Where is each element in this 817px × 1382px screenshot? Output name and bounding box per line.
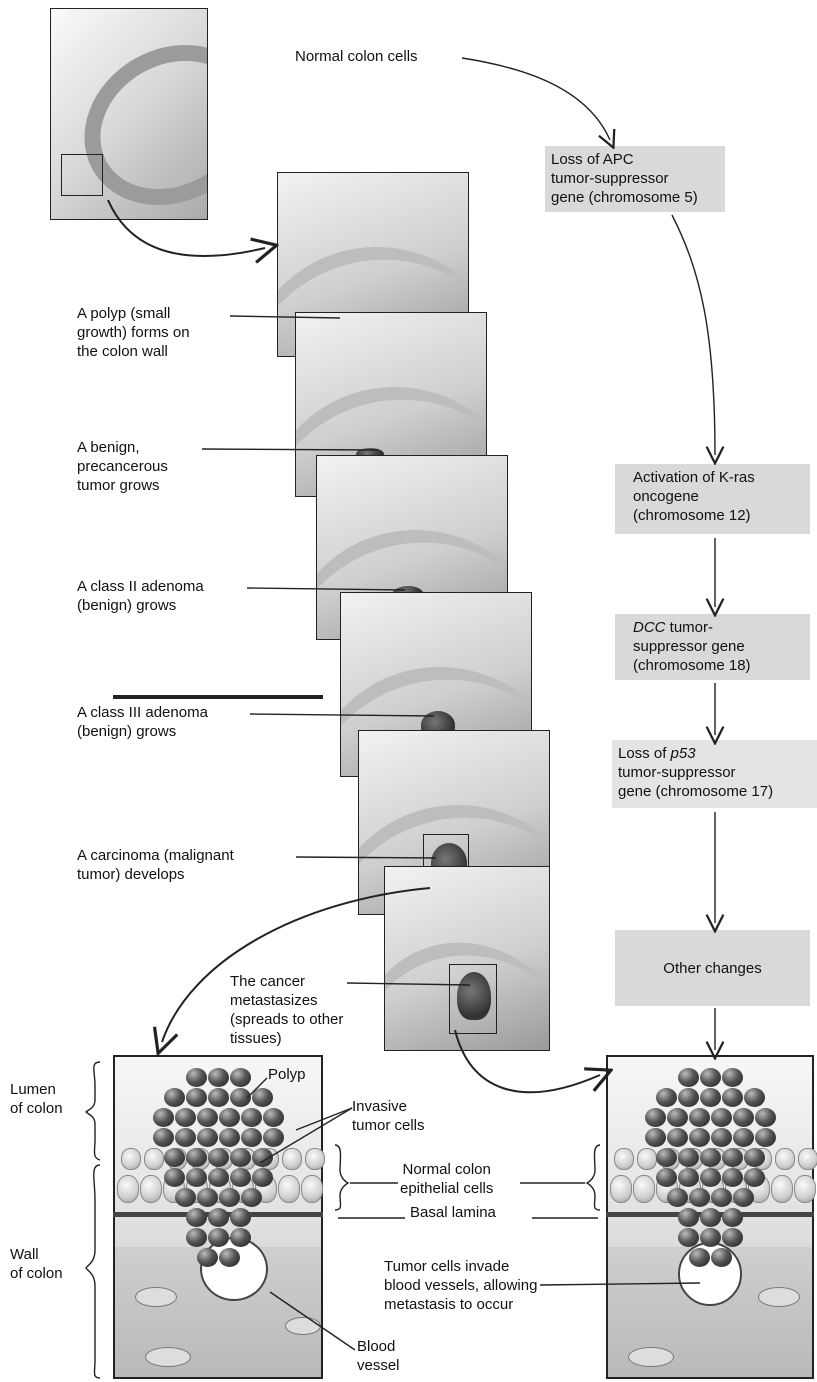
arrow-normal-to-apc <box>462 58 610 140</box>
arrow-apc-to-kras <box>672 215 715 455</box>
